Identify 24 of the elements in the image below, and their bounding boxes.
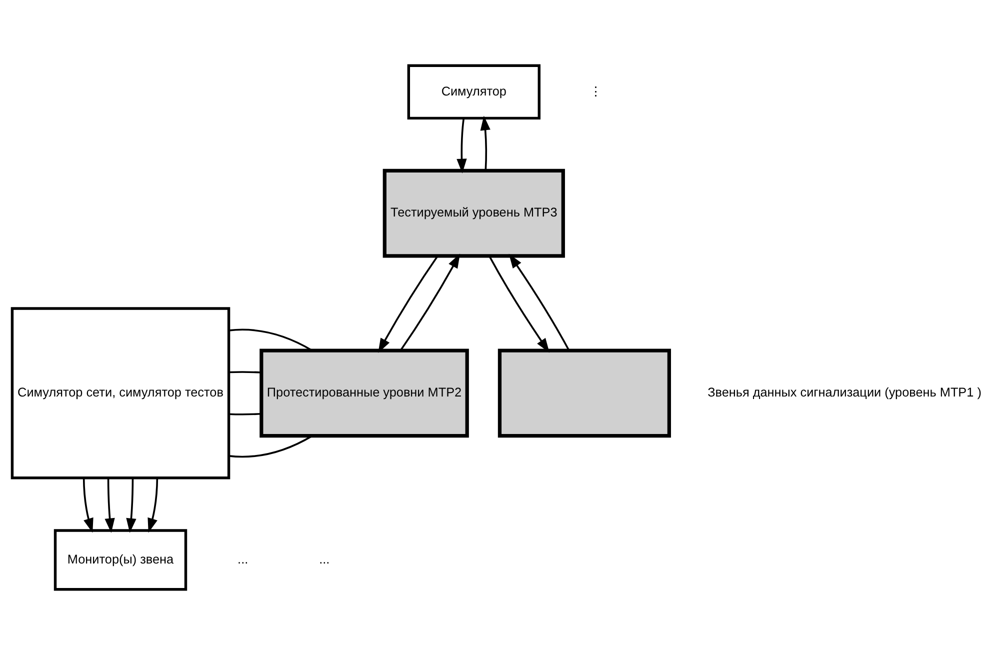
node-box: Симулятор сети, симулятор тестов — [10, 307, 230, 480]
node-box: Протестированные уровни MTP2 — [260, 348, 469, 438]
label: ... — [319, 552, 330, 566]
connector — [228, 328, 313, 352]
arrow — [508, 254, 570, 351]
node-box: Тестируемый уровень MTP3 — [382, 168, 565, 258]
arrow — [456, 118, 467, 174]
node-box — [498, 348, 671, 438]
connector — [228, 371, 262, 374]
node-box: Симулятор — [407, 64, 540, 120]
arrow — [82, 478, 94, 533]
connector — [228, 435, 313, 458]
arrow — [378, 255, 438, 353]
arrow — [104, 478, 115, 533]
arrow — [488, 256, 550, 353]
arrow — [126, 478, 136, 533]
arrow — [480, 116, 490, 171]
node-box: Монитор(ы) звена — [54, 529, 188, 591]
label: ⋮ — [590, 84, 603, 98]
label: ... — [238, 552, 248, 566]
label: Звенья данных сигнализации (уровень MTP1 ) — [708, 386, 982, 400]
connector — [228, 412, 262, 416]
arrow — [148, 478, 158, 533]
arrow — [400, 254, 460, 352]
